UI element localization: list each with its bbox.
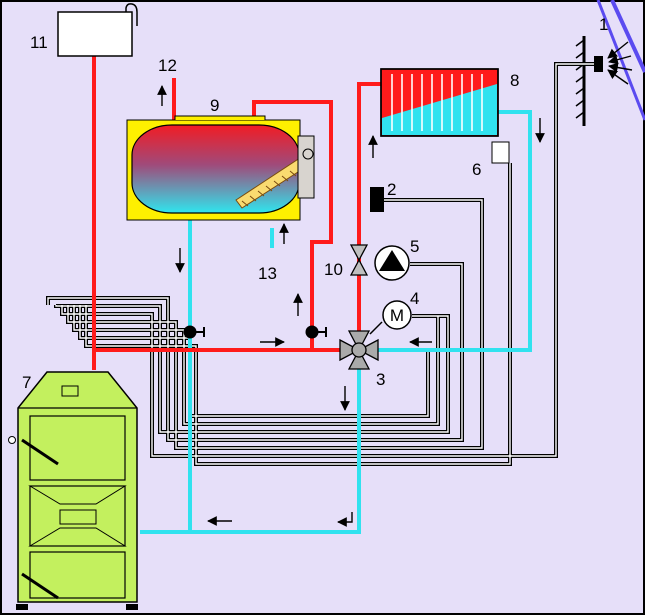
light-rays-icon	[607, 41, 633, 85]
outdoor-wall	[575, 0, 645, 126]
label-radiator: 8	[510, 71, 519, 90]
thermostat-knob-icon	[302, 148, 314, 160]
label-pump: 5	[410, 237, 419, 256]
return-pipes	[140, 110, 532, 534]
flow-arrows	[157, 85, 545, 527]
label-room-unit: 6	[472, 160, 481, 179]
mixing-valve-icon	[339, 330, 379, 370]
label-check-valve: 10	[324, 260, 343, 279]
room-unit	[491, 141, 510, 164]
label-expansion-tank: 11	[30, 33, 48, 52]
boiler-nameplate	[59, 509, 97, 525]
check-valve-icon	[349, 244, 369, 276]
radiator	[380, 68, 499, 137]
label-water-heater: 9	[210, 96, 219, 115]
label-hot-water-out: 12	[158, 56, 177, 75]
outdoor-sensor	[594, 41, 633, 85]
motor-symbol: M	[390, 306, 404, 325]
expansion-tank	[57, 3, 138, 57]
shutoff-valve-icon	[183, 325, 205, 339]
shutoff-valve-icon	[305, 325, 327, 339]
label-cold-water-in: 13	[258, 264, 277, 283]
label-mixing-valve: 3	[376, 370, 385, 389]
pump-icon	[374, 245, 410, 281]
label-valve-motor: 4	[410, 289, 419, 308]
label-boiler: 7	[22, 373, 31, 392]
label-flow-sensor: 2	[387, 180, 396, 199]
motor-icon: M	[369, 300, 412, 335]
water-heater	[126, 115, 315, 221]
label-outdoor-sensor: 1	[599, 15, 608, 34]
solid-fuel-boiler	[8, 371, 138, 610]
flow-sensor	[370, 187, 384, 212]
